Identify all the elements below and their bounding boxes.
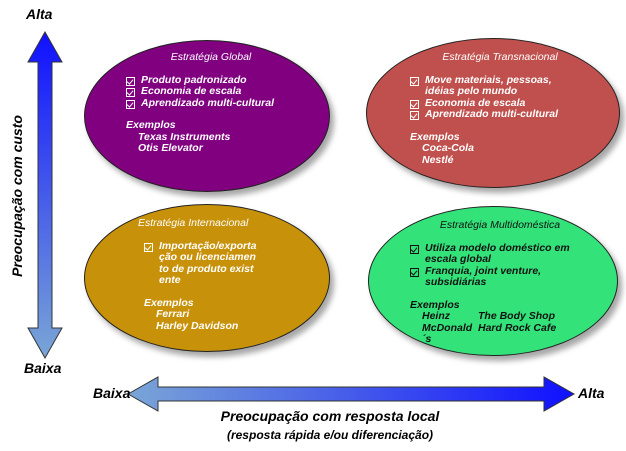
vertical-axis-low-label: Baixa (24, 360, 62, 376)
multidomestic-strategy-ellipse (368, 206, 618, 356)
checkbox-icon (126, 88, 135, 97)
list-item: Produto padronizado (126, 74, 296, 87)
horizontal-axis-title: Preocupação com resposta local (220, 408, 440, 424)
horizontal-axis-high-label: Alta (578, 385, 605, 401)
multidomestic-examples-title: Exemplos (410, 298, 460, 311)
list-item: Economia de escala (410, 97, 590, 110)
checkbox-icon (126, 99, 135, 109)
international-example: Harley Davidson (156, 319, 239, 332)
vertical-axis-arrow (27, 30, 63, 360)
list-item: Importação/exportação ou licenciamento d… (144, 240, 292, 287)
multidomestic-strategy-title: Estratégia Multidoméstica (439, 219, 561, 231)
transnational-strategy-card: Estratégia Transnacional Move materiais,… (410, 51, 590, 166)
transnational-strategy-ellipse (366, 38, 620, 188)
transnational-examples-title: Exemplos (410, 130, 460, 143)
checkbox-icon (144, 242, 153, 252)
global-example: Otis Elevator (138, 142, 203, 154)
list-item: Utiliza modelo doméstico em escala globa… (410, 242, 590, 266)
multidomestic-example: McDonald´s (422, 321, 473, 345)
list-item: Economia de escala (126, 85, 296, 98)
transnational-example: Nestlé (422, 153, 454, 166)
transnational-example: Coca-Cola (422, 142, 474, 154)
checkbox-icon (410, 99, 419, 109)
horizontal-axis-arrow (126, 376, 576, 412)
checkbox-icon (410, 111, 419, 120)
list-item: Move materiais, pessoas, idéias pelo mun… (410, 74, 590, 98)
global-example: Texas Instruments (138, 130, 231, 143)
multidomestic-example: Hard Rock Cafe (478, 321, 557, 334)
horizontal-axis-subtitle: (resposta rápida e/ou diferenciação) (226, 428, 434, 442)
vertical-axis-title: Preocupação com custo (9, 115, 25, 277)
international-strategy-ellipse (84, 204, 330, 352)
international-examples-title: Exemplos (144, 296, 194, 309)
checkbox-icon (410, 76, 419, 86)
international-strategy-title: Estratégia Internacional (138, 217, 249, 229)
horizontal-axis-low-label: Baixa (93, 385, 131, 401)
list-item: Franquia, joint venture, subsidiárias (410, 265, 590, 289)
checkbox-icon (410, 267, 419, 277)
global-strategy-title: Estratégia Global (170, 51, 252, 63)
multidomestic-example: The Body Shop (478, 310, 555, 322)
international-example: Ferrari (156, 308, 190, 320)
checkbox-icon (410, 244, 419, 254)
list-item: Aprendizado multi-cultural (410, 108, 590, 121)
list-item: Aprendizado multi-cultural (126, 97, 296, 110)
multidomestic-example: Heinz (422, 310, 451, 322)
global-strategy-card: Estratégia Global Produto padronizado Ec… (126, 51, 296, 155)
vertical-axis-high-label: Alta (26, 6, 53, 22)
multidomestic-strategy-card: Estratégia Multidoméstica Utiliza modelo… (410, 219, 590, 346)
checkbox-icon (126, 76, 135, 86)
global-strategy-ellipse (84, 40, 330, 192)
international-strategy-card: Estratégia Internacional Importação/expo… (132, 217, 292, 332)
transnational-strategy-title: Estratégia Transnacional (442, 51, 558, 63)
global-examples-title: Exemplos (126, 119, 176, 131)
